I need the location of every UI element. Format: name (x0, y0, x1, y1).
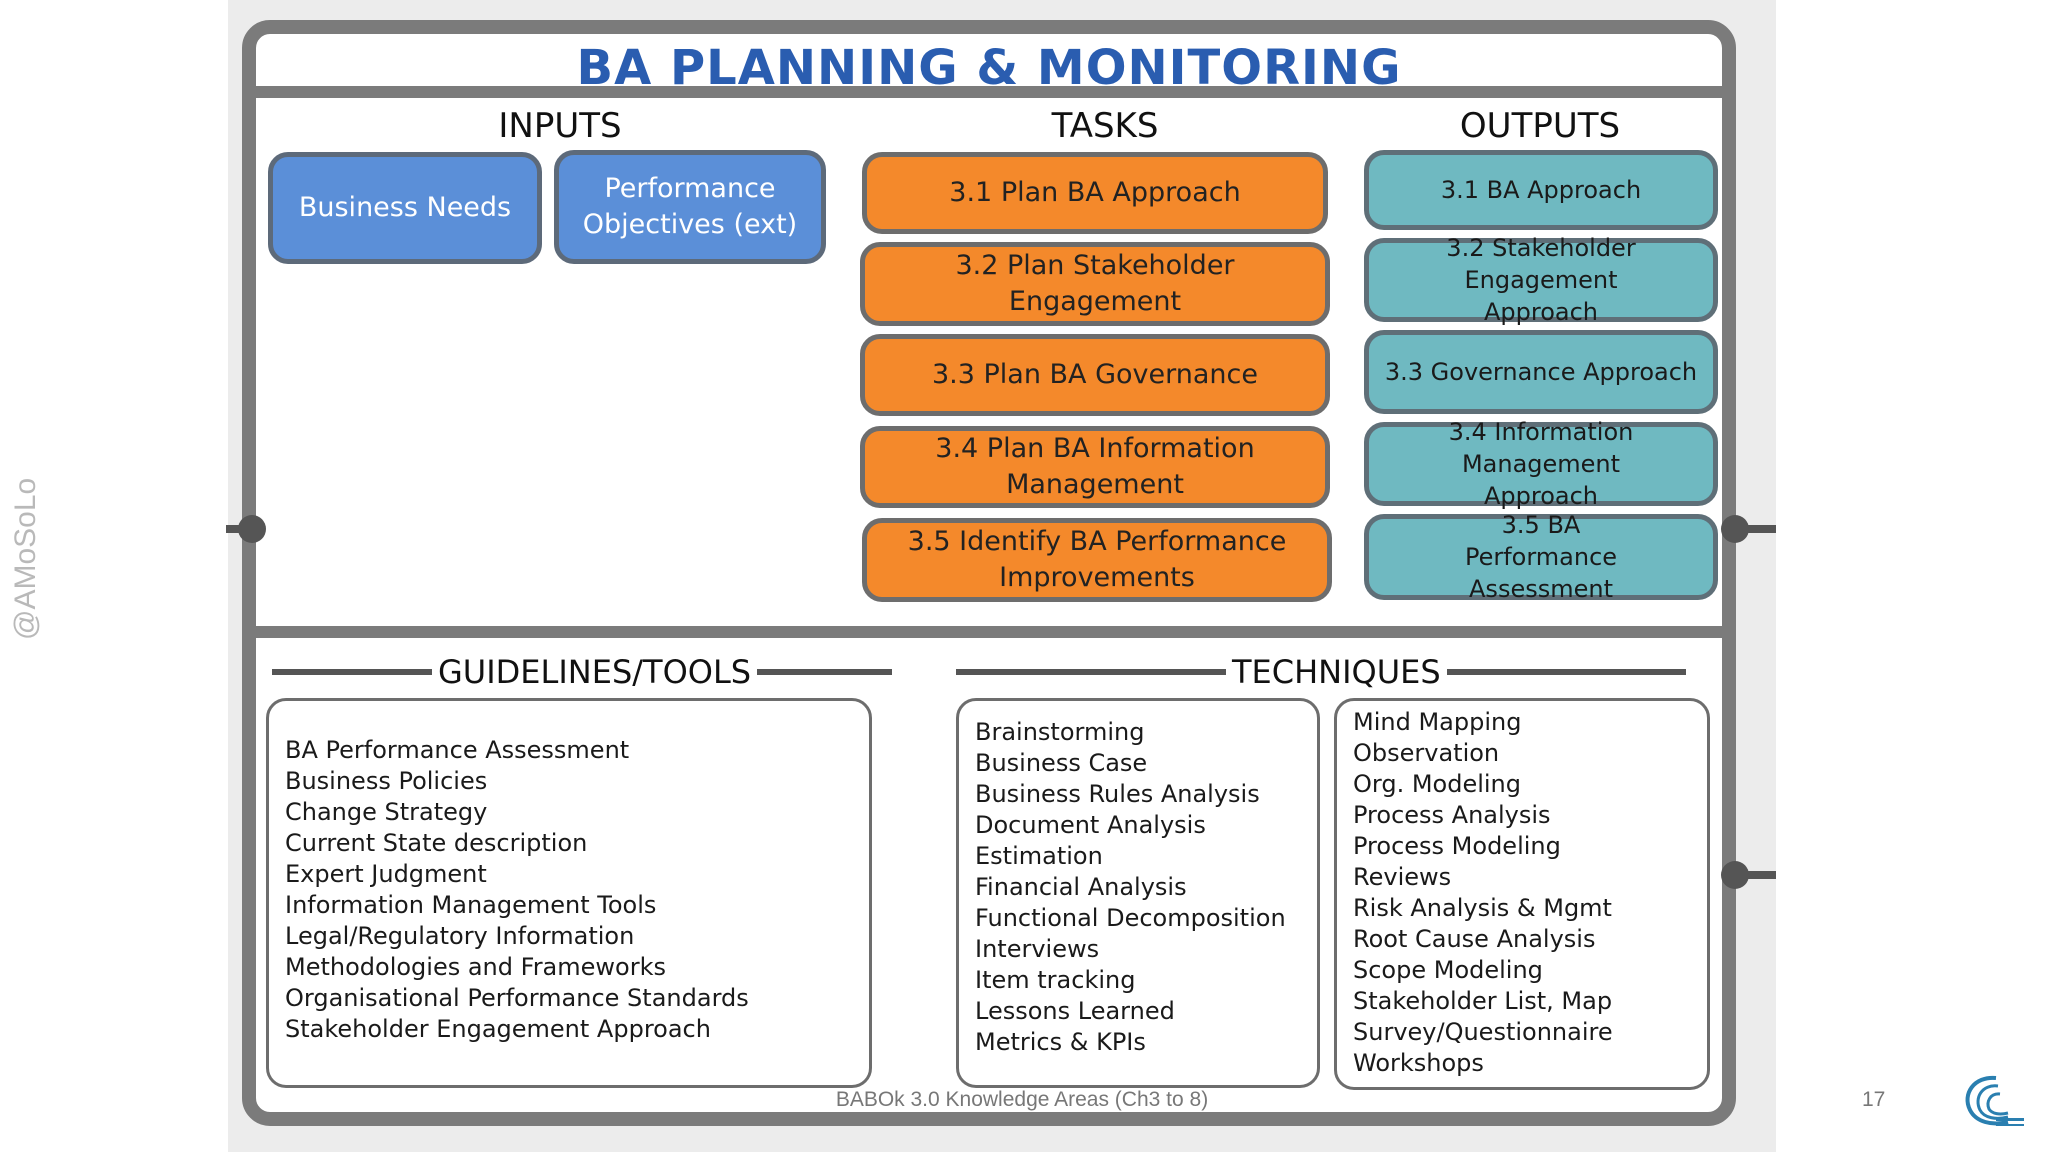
input-business-needs[interactable]: Business Needs (268, 152, 542, 264)
list-item: Business Case (975, 749, 1148, 777)
list-item: Expert Judgment (285, 860, 487, 888)
list-item: BA Performance Assessment (285, 736, 630, 764)
footer-caption: BABOk 3.0 Knowledge Areas (Ch3 to 8) (835, 1088, 1209, 1111)
list-item: Financial Analysis (975, 873, 1187, 901)
connector-dot-right-bottom (1721, 861, 1749, 889)
task-identify-ba-performance-improvements[interactable]: 3.5 Identify BA Performance Improvements (862, 518, 1332, 602)
list-item: Methodologies and Frameworks (285, 953, 666, 981)
output-label: 3.2 Stakeholder Engagement Approach (1446, 234, 1636, 326)
list-item: Legal/Regulatory Information (285, 922, 635, 950)
connector-stub-right-bottom (1736, 871, 1776, 879)
techniques-list-box-2: Mind Mapping Observation Org. Modeling P… (1334, 698, 1710, 1090)
guidelines-label: GUIDELINES/TOOLS (438, 653, 752, 691)
connector-dot-right-top (1721, 515, 1749, 543)
techniques-heading: TECHNIQUES (956, 652, 1686, 692)
outputs-heading: OUTPUTS (1459, 106, 1621, 146)
connector-dot-left (238, 515, 266, 543)
list-item: Change Strategy (285, 798, 488, 826)
list-item: Interviews (975, 935, 1100, 963)
list-item: Metrics & KPIs (975, 1028, 1146, 1056)
list-item: Survey/Questionnaire (1353, 1018, 1613, 1046)
task-plan-stakeholder-engagement[interactable]: 3.2 Plan Stakeholder Engagement (860, 242, 1330, 326)
list-item: Brainstorming (975, 718, 1145, 746)
list-item: Current State description (285, 829, 588, 857)
list-item: Risk Analysis & Mgmt (1353, 894, 1612, 922)
guidelines-list: BA Performance Assessment Business Polic… (285, 735, 749, 1045)
list-item: Document Analysis (975, 811, 1206, 839)
output-stakeholder-engagement-approach[interactable]: 3.2 Stakeholder Engagement Approach (1364, 234, 1718, 326)
task-plan-ba-approach[interactable]: 3.1 Plan BA Approach (862, 152, 1328, 234)
inputs-heading: INPUTS (498, 106, 622, 146)
output-label: 3.3 Governance Approach (1384, 358, 1698, 386)
heading-rule (272, 669, 432, 675)
connector-stub-right-top (1736, 525, 1776, 533)
list-item: Functional Decomposition (975, 904, 1286, 932)
list-item: Business Policies (285, 767, 488, 795)
output-label: 3.5 BA Performance Assessment (1464, 511, 1618, 603)
heading-rule (956, 669, 1226, 675)
watermark-text: @AMoSoLo (9, 477, 42, 640)
logo-icon (1965, 1075, 2024, 1126)
input-label: Business Needs (298, 192, 512, 223)
task-label: 3.3 Plan BA Governance (931, 359, 1258, 390)
task-label: 3.2 Plan Stakeholder Engagement (955, 250, 1235, 317)
section-divider (256, 626, 1722, 638)
heading-rule (1446, 669, 1686, 675)
list-item: Observation (1353, 739, 1500, 767)
list-item: Lessons Learned (975, 997, 1175, 1025)
list-item: Organisational Performance Standards (285, 984, 749, 1012)
techniques-list-box-1: Brainstorming Business Case Business Rul… (956, 698, 1320, 1088)
list-item: Process Analysis (1353, 801, 1551, 829)
guidelines-heading: GUIDELINES/TOOLS (272, 652, 892, 692)
list-item: Org. Modeling (1353, 770, 1521, 798)
list-item: Business Rules Analysis (975, 780, 1260, 808)
output-ba-approach[interactable]: 3.1 BA Approach (1364, 150, 1718, 230)
task-label: 3.4 Plan BA Information Management (935, 433, 1255, 500)
input-performance-objectives[interactable]: Performance Objectives (ext) (554, 150, 826, 264)
list-item: Mind Mapping (1353, 708, 1522, 736)
output-label: 3.1 BA Approach (1440, 176, 1642, 204)
task-plan-ba-governance[interactable]: 3.3 Plan BA Governance (860, 334, 1330, 416)
list-item: Stakeholder List, Map (1353, 987, 1613, 1015)
list-item: Item tracking (975, 966, 1136, 994)
diagram-title: BA PLANNING & MONITORING (576, 40, 1402, 96)
output-information-management-approach[interactable]: 3.4 Information Management Approach (1364, 418, 1718, 510)
list-item: Root Cause Analysis (1353, 925, 1596, 953)
list-item: Workshops (1353, 1049, 1484, 1077)
list-item: Reviews (1353, 863, 1452, 891)
list-item: Process Modeling (1353, 832, 1561, 860)
guidelines-list-box: BA Performance Assessment Business Polic… (266, 698, 872, 1088)
techniques-label: TECHNIQUES (1232, 653, 1441, 691)
techniques-list-1: Brainstorming Business Case Business Rul… (975, 717, 1286, 1058)
task-label: 3.1 Plan BA Approach (949, 177, 1241, 208)
page-number: 17 (1862, 1088, 1886, 1111)
list-item: Information Management Tools (285, 891, 657, 919)
techniques-list-2: Mind Mapping Observation Org. Modeling P… (1353, 707, 1613, 1079)
task-label: 3.5 Identify BA Performance Improvements (907, 526, 1287, 593)
output-governance-approach[interactable]: 3.3 Governance Approach (1364, 330, 1718, 414)
tasks-heading: TASKS (1051, 106, 1159, 146)
heading-rule (757, 669, 892, 675)
title-divider (256, 86, 1722, 98)
list-item: Scope Modeling (1353, 956, 1543, 984)
input-label: Performance Objectives (ext) (582, 173, 798, 240)
output-ba-performance-assessment[interactable]: 3.5 BA Performance Assessment (1364, 511, 1718, 603)
output-label: 3.4 Information Management Approach (1448, 418, 1634, 510)
list-item: Stakeholder Engagement Approach (285, 1015, 711, 1043)
list-item: Estimation (975, 842, 1103, 870)
task-plan-ba-information-management[interactable]: 3.4 Plan BA Information Management (860, 426, 1330, 508)
